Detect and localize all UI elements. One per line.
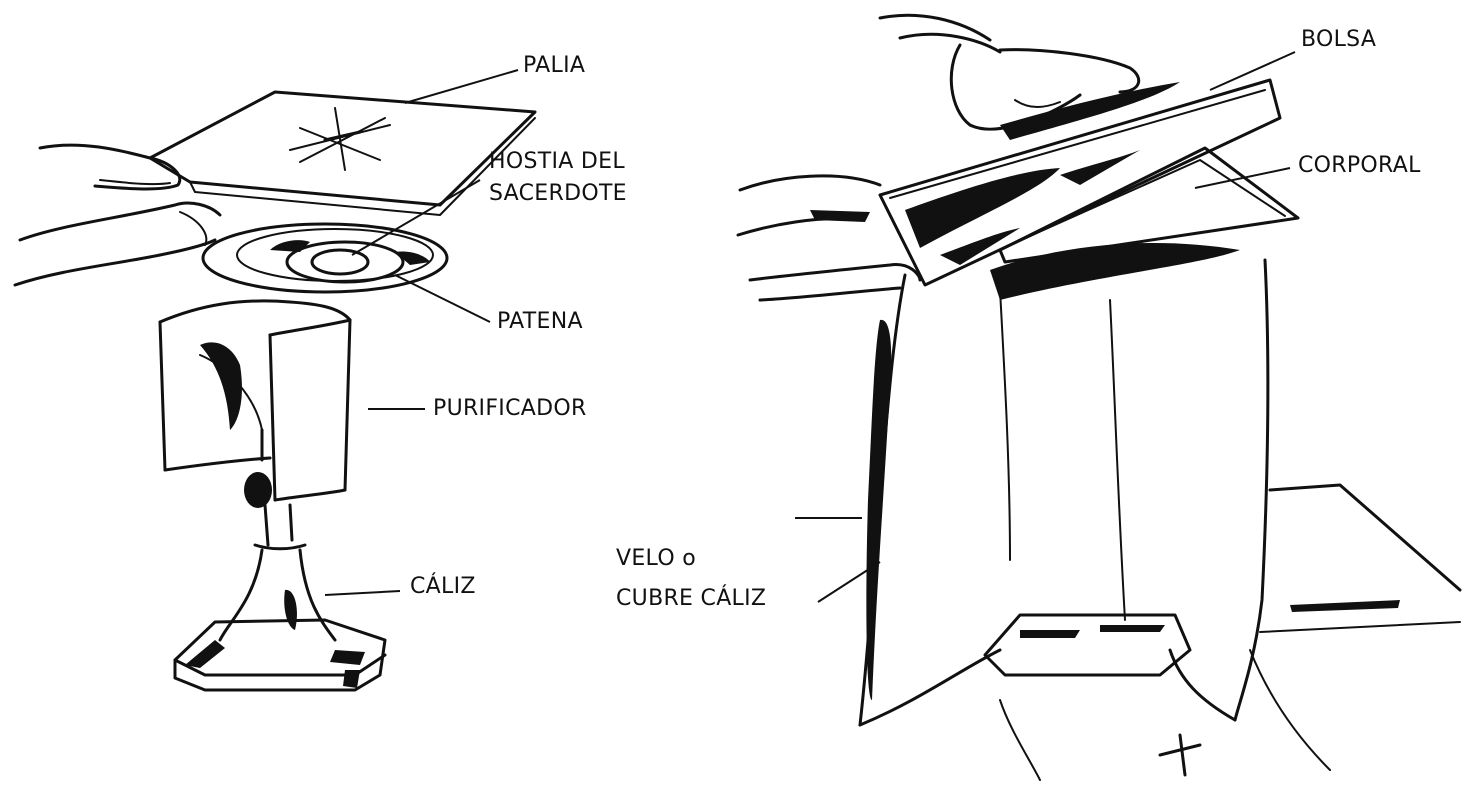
- purificador-cloth: [160, 301, 350, 500]
- right-figure: [738, 15, 1460, 780]
- leader-caliz: [325, 591, 400, 595]
- leader-palia: [405, 70, 518, 103]
- leader-hostia: [352, 180, 480, 255]
- label-palia: PALIA: [523, 52, 585, 80]
- caliz-base: [175, 620, 385, 690]
- label-caliz: CÁLIZ: [410, 573, 476, 601]
- label-velo-line1: VELO o: [616, 545, 696, 573]
- leader-corporal: [1195, 168, 1290, 188]
- label-hostia-line1: HOSTIA DEL: [489, 148, 625, 176]
- label-corporal: CORPORAL: [1298, 152, 1421, 180]
- label-bolsa: BOLSA: [1301, 26, 1376, 54]
- hand-left-upper: [15, 145, 220, 285]
- label-purificador: PURIFICADOR: [433, 395, 587, 423]
- leader-patena: [395, 275, 490, 322]
- hand-right-lower: [738, 176, 920, 300]
- label-velo-line2: CUBRE CÁLIZ: [616, 585, 766, 613]
- velo-base: [985, 615, 1190, 675]
- palia-card: [150, 92, 535, 215]
- label-patena: PATENA: [497, 308, 583, 336]
- label-hostia-line2: SACERDOTE: [489, 180, 627, 208]
- velo-cloth: [860, 243, 1268, 725]
